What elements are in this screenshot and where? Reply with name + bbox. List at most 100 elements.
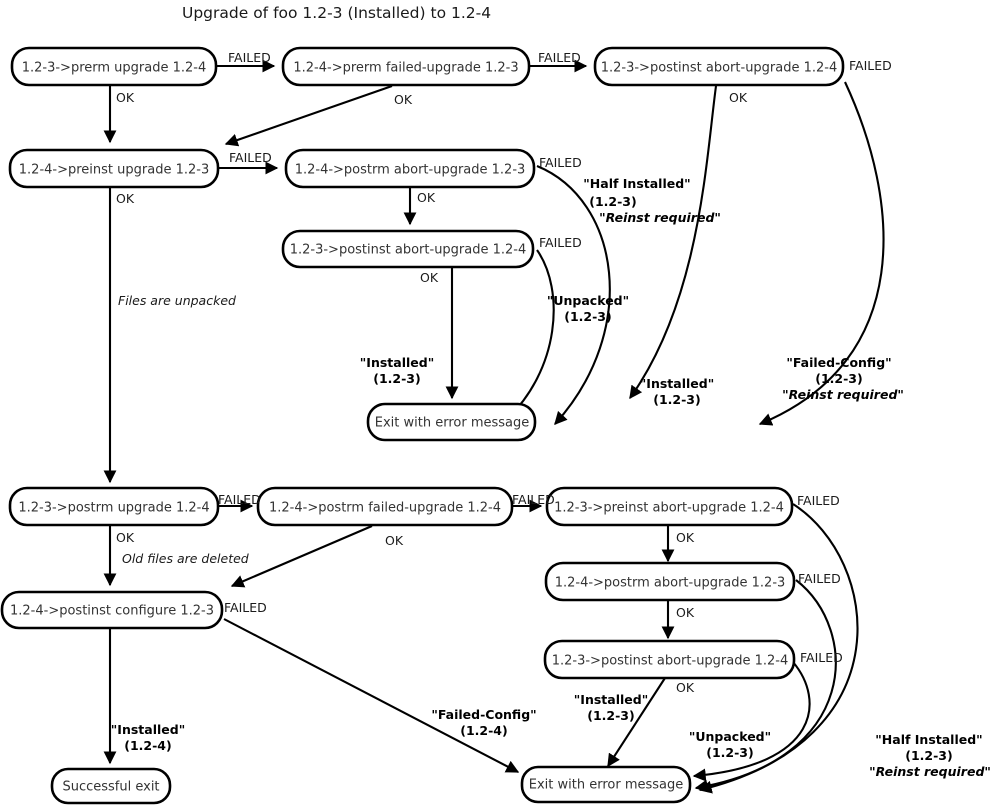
edge-postinst-top-ok [629,85,718,400]
edge-label-ok: OK [676,605,695,620]
edge-label-ok: OK [116,191,135,206]
state-line2: (1.2-4) [124,738,171,753]
node-label: 1.2-3->postinst abort-upgrade 1.2-4 [552,654,789,669]
node-label: Exit with error message [529,778,684,793]
node-preinst-upgrade[interactable]: 1.2-4->preinst upgrade 1.2-3 [8,148,220,189]
node-label: 1.2-4->postrm abort-upgrade 1.2-3 [295,163,526,178]
node-label: 1.2-4->prerm failed-upgrade 1.2-3 [293,61,518,76]
state-line1: "Unpacked" [547,293,629,308]
node-label: Exit with error message [375,416,530,431]
edge-postrm-mid-failed [536,165,611,425]
node-prerm-upgrade[interactable]: 1.2-3->prerm upgrade 1.2-4 [10,46,218,87]
edge-label-failed: FAILED [218,492,261,507]
node-label: 1.2-3->postrm upgrade 1.2-4 [18,501,209,516]
state-installed-123-c: "Installed" (1.2-3) [574,692,648,723]
node-label: 1.2-4->preinst upgrade 1.2-3 [19,163,209,178]
node-exit-error-mid[interactable]: Exit with error message [366,402,537,442]
edge-label-failed: FAILED [539,235,582,250]
node-label: 1.2-3->postinst abort-upgrade 1.2-4 [601,61,838,76]
state-line2: (1.2-3) [706,745,753,760]
edge-label-ok: OK [417,190,436,205]
node-label: 1.2-3->prerm upgrade 1.2-4 [22,61,207,76]
state-unpacked-123-b: "Unpacked" (1.2-3) [689,729,771,760]
node-label: 1.2-3->postinst abort-upgrade 1.2-4 [290,243,527,258]
state-line1: "Half Installed" [875,732,982,747]
node-prerm-failed-upgrade[interactable]: 1.2-4->prerm failed-upgrade 1.2-3 [281,46,531,87]
node-postrm-failed-upgrade[interactable]: 1.2-4->postrm failed-upgrade 1.2-4 [256,486,514,527]
node-postinst-abort-upgrade-low[interactable]: 1.2-3->postinst abort-upgrade 1.2-4 [543,639,796,680]
node-exit-error-low[interactable]: Exit with error message [520,765,692,804]
state-line1: "Half Installed" [583,176,690,191]
edge-label-failed: FAILED [224,600,267,615]
node-label: 1.2-3->preinst abort-upgrade 1.2-4 [554,501,784,516]
state-line1: "Installed" [574,692,648,707]
node-label: 1.2-4->postinst configure 1.2-3 [10,604,214,619]
edge-label-failed: FAILED [849,58,892,73]
edge-postrm-low-failed [694,579,837,793]
edge-label-failed: FAILED [512,492,555,507]
node-postinst-configure[interactable]: 1.2-4->postinst configure 1.2-3 [0,590,224,630]
node-successful-exit[interactable]: Successful exit [50,767,172,805]
note-old-files-deleted: Old files are deleted [122,551,249,566]
state-half-installed-123-b: "Half Installed" (1.2-3) "Reinst require… [869,732,991,779]
edge-label-failed: FAILED [228,50,271,65]
node-postrm-upgrade[interactable]: 1.2-3->postrm upgrade 1.2-4 [8,486,220,527]
edge-label-ok: OK [420,270,439,285]
edge-prermfail-ok [224,85,393,147]
state-installed-123-a: "Installed" (1.2-3) [360,355,434,386]
node-postinst-abort-upgrade-mid[interactable]: 1.2-3->postinst abort-upgrade 1.2-4 [281,229,535,269]
node-label: 1.2-4->postrm abort-upgrade 1.2-3 [555,576,786,591]
edge-label-failed: FAILED [798,571,841,586]
state-installed-124: "Installed" (1.2-4) [111,722,185,753]
state-line2: (1.2-3) [653,392,700,407]
state-line1: "Failed-Config" [431,707,536,722]
state-failed-config-124: "Failed-Config" (1.2-4) [431,707,536,738]
edge-label-failed: FAILED [539,155,582,170]
edge-label-ok: OK [116,90,135,105]
state-failed-config-123: "Failed-Config" (1.2-3) "Reinst required… [782,355,904,402]
state-line1: "Unpacked" [689,729,771,744]
edge-postinst-mid-failed [504,249,555,422]
edge-postinst-cfg-failed [223,618,520,773]
node-postrm-abort-upgrade-mid[interactable]: 1.2-4->postrm abort-upgrade 1.2-3 [284,148,536,189]
edge-label-ok: OK [116,530,135,545]
edge-postinst-low-ok [607,677,666,768]
edge-postinst-low-failed [692,661,811,782]
state-line2: (1.2-4) [460,723,507,738]
state-line2: (1.2-3) [815,371,862,386]
state-line1: "Installed" [111,722,185,737]
edge-label-failed: FAILED [538,50,581,65]
edge-label-ok: OK [385,533,404,548]
node-postrm-abort-upgrade-low[interactable]: 1.2-4->postrm abort-upgrade 1.2-3 [544,561,796,602]
state-line3: "Reinst required" [599,210,721,225]
note-files-unpacked: Files are unpacked [118,293,236,308]
state-line1: "Installed" [640,376,714,391]
node-postinst-abort-upgrade-top[interactable]: 1.2-3->postinst abort-upgrade 1.2-4 [593,46,845,87]
edge-postinst-top-failed [758,81,885,426]
node-label: Successful exit [62,780,159,795]
page-title: Upgrade of foo 1.2-3 (Installed) to 1.2-… [182,4,491,22]
node-label: 1.2-4->postrm failed-upgrade 1.2-4 [269,501,501,516]
state-line3: "Reinst required" [869,764,991,779]
node-preinst-abort-upgrade[interactable]: 1.2-3->preinst abort-upgrade 1.2-4 [545,486,794,527]
state-line1: "Failed-Config" [786,355,891,370]
edge-label-ok: OK [676,680,695,695]
state-line2: (1.2-3) [373,371,420,386]
state-line2: (1.2-3) [587,708,634,723]
state-installed-123-b: "Installed" (1.2-3) [640,376,714,407]
state-line2: (1.2-3) [905,748,952,763]
edge-postrmfail-ok [230,525,373,588]
state-half-installed-123-a: "Half Installed" (1.2-3) "Reinst require… [583,176,721,225]
state-line2: (1.2-3) [589,194,636,209]
edge-label-failed: FAILED [800,650,843,665]
edge-label-failed: FAILED [797,493,840,508]
edge-label-failed: FAILED [229,150,272,165]
state-line3: "Reinst required" [782,387,904,402]
state-line2: (1.2-3) [564,309,611,324]
edge-label-ok: OK [394,92,413,107]
state-unpacked-123-a: "Unpacked" (1.2-3) [547,293,629,324]
edge-label-ok: OK [729,90,748,105]
state-line1: "Installed" [360,355,434,370]
